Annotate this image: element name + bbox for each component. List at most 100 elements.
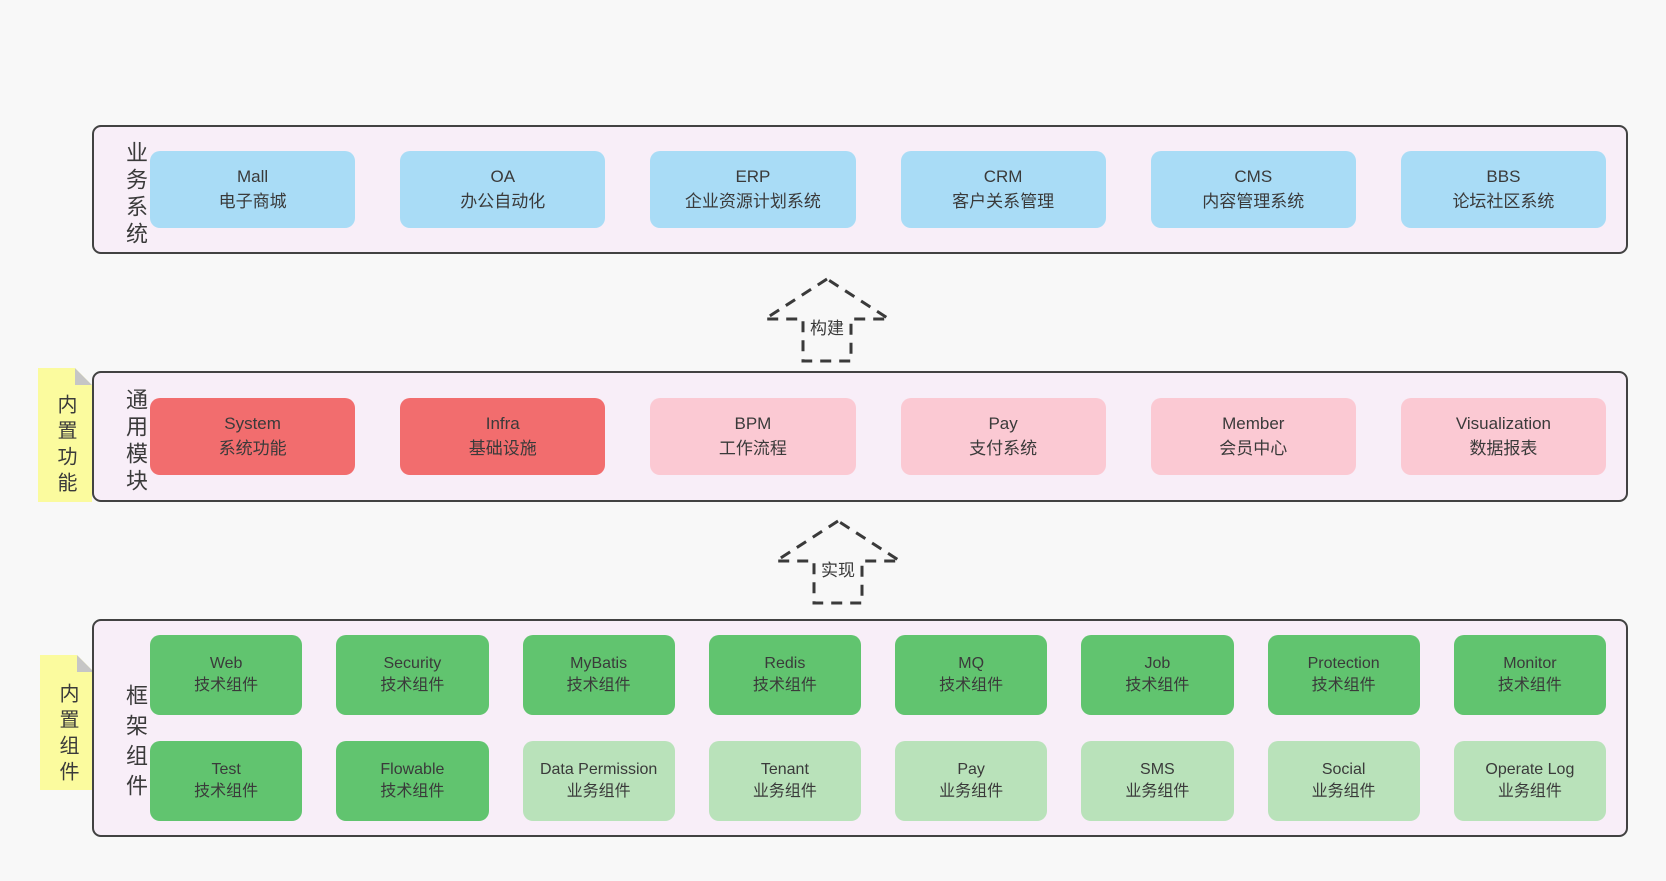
box-subtitle: 内容管理系统 — [1202, 191, 1305, 211]
box-subtitle: 工作流程 — [718, 438, 787, 458]
box-subtitle: 技术组件 — [1497, 677, 1562, 694]
box-subtitle: 技术组件 — [1125, 677, 1190, 694]
box-sms: SMS 业务组件 — [1081, 741, 1234, 821]
box-subtitle: 业务组件 — [752, 783, 817, 800]
layer-common-modules: 通用模块 System 系统功能 Infra 基础设施 BPM 工作流程 Pay… — [92, 371, 1628, 502]
box-title: BBS — [1486, 166, 1521, 186]
box-erp: ERP 企业资源计划系统 — [650, 151, 856, 228]
box-pay: Pay 支付系统 — [900, 398, 1106, 475]
box-member: Member 会员中心 — [1150, 398, 1356, 475]
box-title: Web — [209, 655, 243, 673]
box-data-permission: Data Permission 业务组件 — [522, 741, 675, 821]
layer-framework-components: 框架组件 Web 技术组件 Security 技术组件 MyBatis 技术组件… — [92, 619, 1628, 837]
box-title: Job — [1144, 655, 1171, 673]
box-mybatis: MyBatis 技术组件 — [522, 635, 675, 715]
box-title: System — [224, 413, 281, 433]
box-subtitle: 数据报表 — [1469, 438, 1538, 458]
box-title: Infra — [485, 413, 520, 433]
box-subtitle: 电子商城 — [218, 191, 287, 211]
sticky-note-label: 内置组件 — [56, 683, 78, 787]
box-social: Social 业务组件 — [1267, 741, 1420, 821]
box-subtitle: 技术组件 — [380, 677, 445, 694]
sticky-note-label: 内置功能 — [54, 394, 76, 498]
box-title: Pay — [957, 761, 985, 779]
box-title: Mall — [237, 166, 269, 186]
box-title: BPM — [734, 413, 772, 433]
box-title: OA — [490, 166, 516, 186]
box-subtitle: 客户关系管理 — [952, 191, 1055, 211]
box-subtitle: 技术组件 — [939, 677, 1004, 694]
box-title: Social — [1321, 761, 1366, 779]
layer-label: 框架组件 — [123, 684, 148, 804]
box-title: Member — [1222, 413, 1285, 433]
box-mall: Mall 电子商城 — [150, 151, 356, 228]
box-title: Operate Log — [1485, 761, 1575, 779]
box-title: SMS — [1140, 761, 1175, 779]
up-arrow-build: 构建 — [757, 274, 897, 366]
arrow-label: 构建 — [808, 314, 846, 339]
sticky-note-builtin-components: 内置组件 — [40, 655, 94, 790]
box-tenant: Tenant 业务组件 — [708, 741, 861, 821]
box-pay-business: Pay 业务组件 — [895, 741, 1048, 821]
box-row: Web 技术组件 Security 技术组件 MyBatis 技术组件 Redi… — [150, 635, 1606, 715]
sticky-note-builtin-features: 内置功能 — [38, 368, 92, 502]
box-subtitle: 基础设施 — [468, 438, 537, 458]
box-grid: Web 技术组件 Security 技术组件 MyBatis 技术组件 Redi… — [146, 621, 1626, 835]
box-subtitle: 业务组件 — [1497, 783, 1562, 800]
box-subtitle: 技术组件 — [194, 783, 259, 800]
layer-label: 业务系统 — [123, 140, 148, 249]
up-arrow-implement: 实现 — [768, 516, 908, 608]
box-infra: Infra 基础设施 — [400, 398, 606, 475]
box-title: MyBatis — [570, 655, 628, 673]
box-subtitle: 会员中心 — [1219, 438, 1288, 458]
box-web: Web 技术组件 — [150, 635, 303, 715]
box-row: Test 技术组件 Flowable 技术组件 Data Permission … — [150, 741, 1606, 821]
layer-business-systems: 业务系统 Mall 电子商城 OA 办公自动化 ERP 企业资源计划系统 CRM… — [92, 125, 1628, 254]
box-subtitle: 论坛社区系统 — [1452, 191, 1555, 211]
box-title: Tenant — [760, 761, 809, 779]
layer-label: 通用模块 — [123, 387, 148, 496]
folded-corner-icon — [75, 368, 92, 385]
box-title: CMS — [1234, 166, 1273, 186]
box-bpm: BPM 工作流程 — [650, 398, 856, 475]
box-subtitle: 技术组件 — [380, 783, 445, 800]
box-subtitle: 办公自动化 — [460, 191, 546, 211]
box-title: MQ — [958, 655, 985, 673]
box-bbs: BBS 论坛社区系统 — [1400, 151, 1607, 228]
box-system: System 系统功能 — [150, 398, 356, 475]
box-visualization: Visualization 数据报表 — [1400, 398, 1607, 475]
box-subtitle: 技术组件 — [194, 677, 259, 694]
box-security: Security 技术组件 — [336, 635, 489, 715]
box-subtitle: 业务组件 — [1311, 783, 1376, 800]
box-row: System 系统功能 Infra 基础设施 BPM 工作流程 Pay 支付系统… — [146, 373, 1626, 500]
box-subtitle: 业务组件 — [1125, 783, 1190, 800]
box-redis: Redis 技术组件 — [708, 635, 861, 715]
box-title: Visualization — [1455, 413, 1552, 433]
box-job: Job 技术组件 — [1081, 635, 1234, 715]
box-subtitle: 支付系统 — [969, 438, 1038, 458]
box-title: Pay — [988, 413, 1018, 433]
box-title: Protection — [1307, 655, 1380, 673]
box-title: Test — [211, 761, 241, 779]
box-title: Redis — [764, 655, 806, 673]
box-title: CRM — [983, 166, 1023, 186]
box-subtitle: 企业资源计划系统 — [684, 191, 821, 211]
box-oa: OA 办公自动化 — [400, 151, 606, 228]
box-protection: Protection 技术组件 — [1267, 635, 1420, 715]
box-subtitle: 技术组件 — [1311, 677, 1376, 694]
box-title: ERP — [735, 166, 771, 186]
box-subtitle: 业务组件 — [939, 783, 1004, 800]
box-subtitle: 技术组件 — [566, 677, 631, 694]
box-flowable: Flowable 技术组件 — [336, 741, 489, 821]
box-subtitle: 业务组件 — [566, 783, 631, 800]
box-crm: CRM 客户关系管理 — [900, 151, 1106, 228]
box-test: Test 技术组件 — [150, 741, 303, 821]
box-cms: CMS 内容管理系统 — [1150, 151, 1356, 228]
box-subtitle: 技术组件 — [752, 677, 817, 694]
box-title: Flowable — [380, 761, 445, 779]
box-title: Monitor — [1503, 655, 1557, 673]
box-mq: MQ 技术组件 — [895, 635, 1048, 715]
arrow-label: 实现 — [819, 556, 857, 581]
box-title: Data Permission — [539, 761, 658, 779]
